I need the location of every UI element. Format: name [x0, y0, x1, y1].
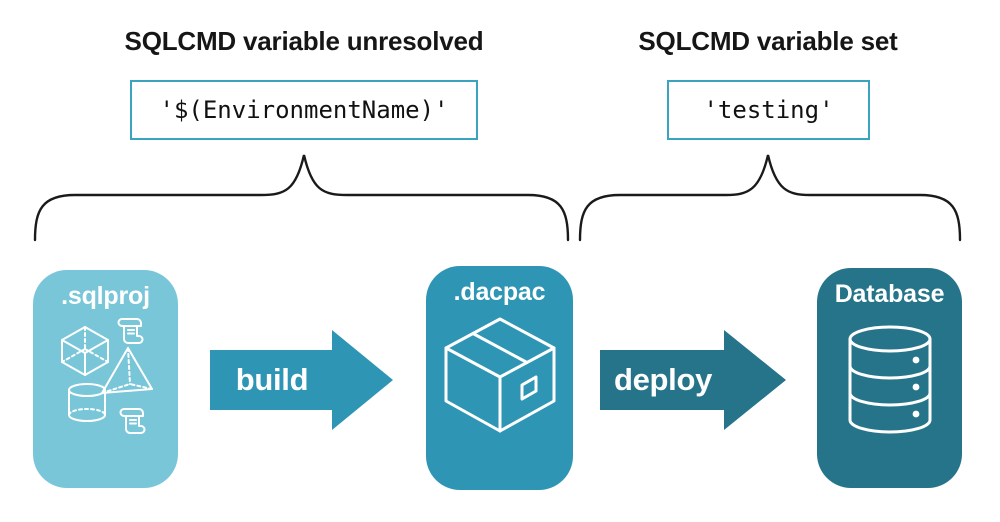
database-cylinder-icon	[844, 323, 936, 437]
build-arrow	[210, 330, 393, 430]
package-box-icon	[438, 311, 562, 443]
node-card-sqlproj: .sqlproj	[33, 270, 178, 488]
code-value-unresolved: '$(EnvironmentName)'	[159, 96, 449, 124]
node-card-database: Database	[817, 268, 962, 488]
node-label-dacpac: .dacpac	[453, 278, 546, 306]
node-label-database: Database	[834, 280, 945, 308]
right-curly-brace	[578, 154, 962, 242]
deploy-arrow	[600, 330, 786, 430]
node-label-sqlproj: .sqlproj	[61, 282, 150, 310]
code-value-set: 'testing'	[703, 96, 834, 124]
code-box-environment-name: '$(EnvironmentName)'	[130, 80, 478, 140]
sql-project-objects-icon	[57, 315, 155, 437]
node-card-dacpac: .dacpac	[426, 266, 573, 490]
heading-sqlcmd-set: SQLCMD variable set	[638, 25, 898, 56]
left-curly-brace	[33, 154, 570, 242]
heading-sqlcmd-unresolved: SQLCMD variable unresolved	[124, 25, 484, 56]
code-box-testing: 'testing'	[667, 80, 870, 140]
